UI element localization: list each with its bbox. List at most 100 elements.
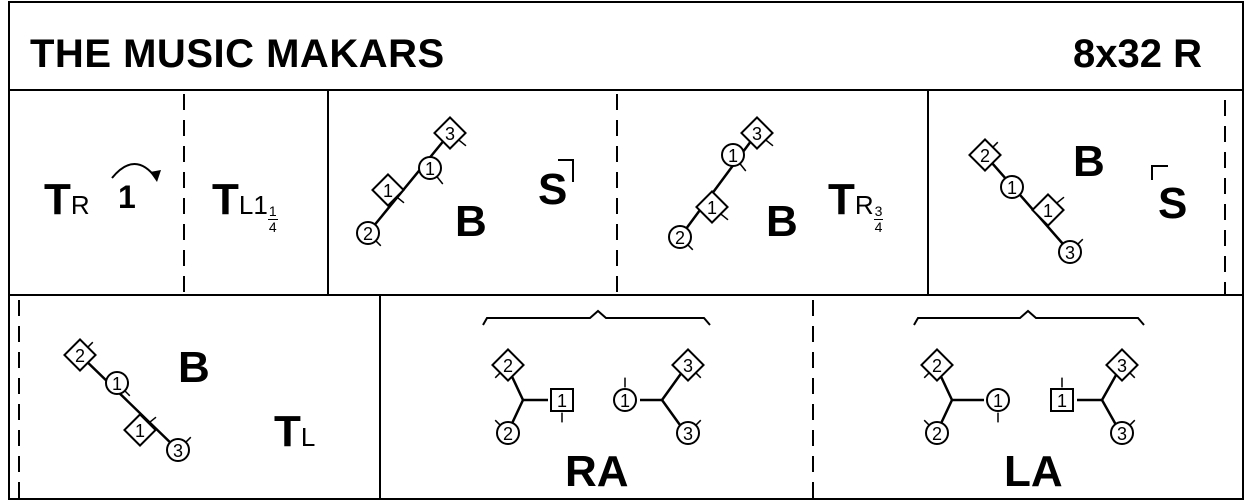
dancer-number: 1 xyxy=(425,159,435,179)
dancer-diamond xyxy=(740,116,774,150)
dancer-number: 3 xyxy=(752,124,762,144)
dance-title: THE MUSIC MAKARS xyxy=(30,32,445,76)
dancer-number: 2 xyxy=(363,224,373,244)
facing-tick xyxy=(923,371,931,379)
dancer-diamond xyxy=(433,116,467,150)
facing-tick xyxy=(739,163,747,172)
dancer-circle xyxy=(1000,175,1024,199)
right-allemande-label: RA xyxy=(565,447,629,496)
bar-b-4: B xyxy=(178,343,210,392)
turn-left-symbol-2: TL xyxy=(274,407,316,456)
dancer-number: 3 xyxy=(1065,243,1075,263)
dancer-diamond xyxy=(1031,193,1065,227)
dancer-square xyxy=(550,388,574,412)
hand-link xyxy=(984,154,1071,253)
dancer-circle xyxy=(613,388,637,412)
dancer-circle xyxy=(166,438,190,462)
facing-tick xyxy=(1018,193,1026,201)
facing-tick xyxy=(396,196,405,204)
dancer-circle xyxy=(986,388,1010,412)
dancer-circle xyxy=(1058,240,1082,264)
dancer-number: 2 xyxy=(675,228,685,248)
dancer-circle xyxy=(1110,421,1134,445)
dancer-number: 3 xyxy=(683,424,693,444)
dancer-number: 2 xyxy=(932,424,942,444)
bar-b-3: B xyxy=(1073,137,1105,186)
dancer-number: 3 xyxy=(173,441,183,461)
dancer-number: 1 xyxy=(383,181,393,201)
brace-la xyxy=(913,309,1145,326)
dancer-number: 1 xyxy=(112,374,122,394)
set-bracket-1 xyxy=(558,159,574,182)
facing-tick xyxy=(436,176,444,185)
facing-tick xyxy=(1128,371,1136,379)
dance-formation: 8x32 R xyxy=(1073,32,1202,76)
facing-tick xyxy=(720,213,729,221)
facing-tick xyxy=(765,139,774,147)
dancer-number: 1 xyxy=(1007,178,1017,198)
dancer-circle xyxy=(676,421,700,445)
facing-tick xyxy=(1056,196,1065,204)
facing-tick xyxy=(694,371,702,379)
dancer-circle xyxy=(496,421,520,445)
dancer-number: 1 xyxy=(1043,201,1053,221)
brace-ra xyxy=(482,309,711,326)
dancer-circle xyxy=(925,421,949,445)
turn-right-symbol: TR xyxy=(44,175,90,224)
dancer-number: 1 xyxy=(620,391,630,411)
dancer-circle xyxy=(721,143,745,167)
hand-link xyxy=(79,354,179,451)
left-allemande-label: LA xyxy=(1004,447,1063,496)
dancer-diamond xyxy=(695,190,729,224)
set-bracket-2 xyxy=(1151,165,1168,180)
turn-arrow-label: 1 xyxy=(118,179,136,215)
dancer-number: 1 xyxy=(557,391,567,411)
facing-tick xyxy=(494,419,502,427)
dancer-number: 1 xyxy=(993,391,1003,411)
facing-tick xyxy=(148,416,157,424)
dancer-number: 1 xyxy=(135,421,145,441)
facing-tick xyxy=(494,371,502,379)
facing-tick xyxy=(1076,238,1084,246)
hand-link xyxy=(678,132,759,238)
dancer-number: 2 xyxy=(980,146,990,166)
set-symbol-1: S xyxy=(538,165,568,214)
facing-tick xyxy=(123,389,131,397)
dancer-diamond xyxy=(123,413,157,447)
bar-b-2: B xyxy=(766,197,798,246)
dancer-number: 3 xyxy=(1117,356,1127,376)
facing-tick xyxy=(184,436,192,444)
facing-tick xyxy=(923,419,931,427)
dancer-circle xyxy=(356,221,380,245)
dancer-circle xyxy=(105,371,129,395)
dancer-number: 2 xyxy=(75,346,85,366)
dancer-circle xyxy=(418,156,442,180)
facing-tick xyxy=(1128,419,1136,427)
facing-tick xyxy=(686,243,694,251)
facing-tick xyxy=(694,419,702,427)
dancer-number: 2 xyxy=(503,424,513,444)
dancer-number: 3 xyxy=(683,356,693,376)
dancer-number: 3 xyxy=(1117,424,1127,444)
dancer-number: 2 xyxy=(503,356,513,376)
dancer-number: 1 xyxy=(707,198,717,218)
dancer-circle xyxy=(668,225,692,249)
turn-arrow xyxy=(111,163,157,179)
dancer-diamond xyxy=(371,173,405,207)
set-symbol-2: S xyxy=(1158,179,1188,228)
facing-tick xyxy=(991,141,999,149)
facing-tick xyxy=(86,341,94,349)
facing-tick xyxy=(458,139,467,147)
dancer-number: 1 xyxy=(728,146,738,166)
dancer-number: 1 xyxy=(1057,391,1067,411)
dancer-number: 2 xyxy=(932,356,942,376)
bar-b-1: B xyxy=(455,197,487,246)
dancer-square xyxy=(1050,388,1074,412)
facing-tick xyxy=(374,239,382,247)
turn-arrow-head xyxy=(150,170,161,182)
hand-link xyxy=(367,132,451,234)
